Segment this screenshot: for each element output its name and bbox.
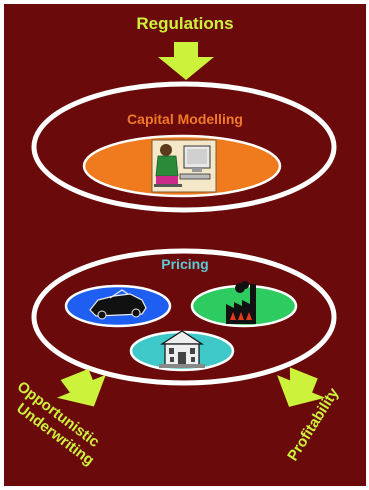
opportunistic-arrow — [56, 368, 106, 407]
diagram-graphics — [31, 42, 337, 407]
regulations-label: Regulations — [136, 14, 234, 33]
profitability-arrow — [277, 367, 326, 407]
factory-icon — [226, 281, 256, 324]
car-icon — [89, 289, 147, 320]
house-icon — [159, 330, 205, 368]
capital-modelling-ring — [31, 81, 337, 213]
regulations-arrow — [158, 42, 214, 80]
pricing-ring — [31, 248, 337, 386]
capital-modelling-label: Capital Modelling — [127, 111, 243, 127]
person-at-computer-icon — [151, 139, 217, 193]
diagram-canvas: Regulations Capital Modelling Pricing Op… — [4, 4, 366, 486]
pricing-label: Pricing — [161, 256, 209, 272]
